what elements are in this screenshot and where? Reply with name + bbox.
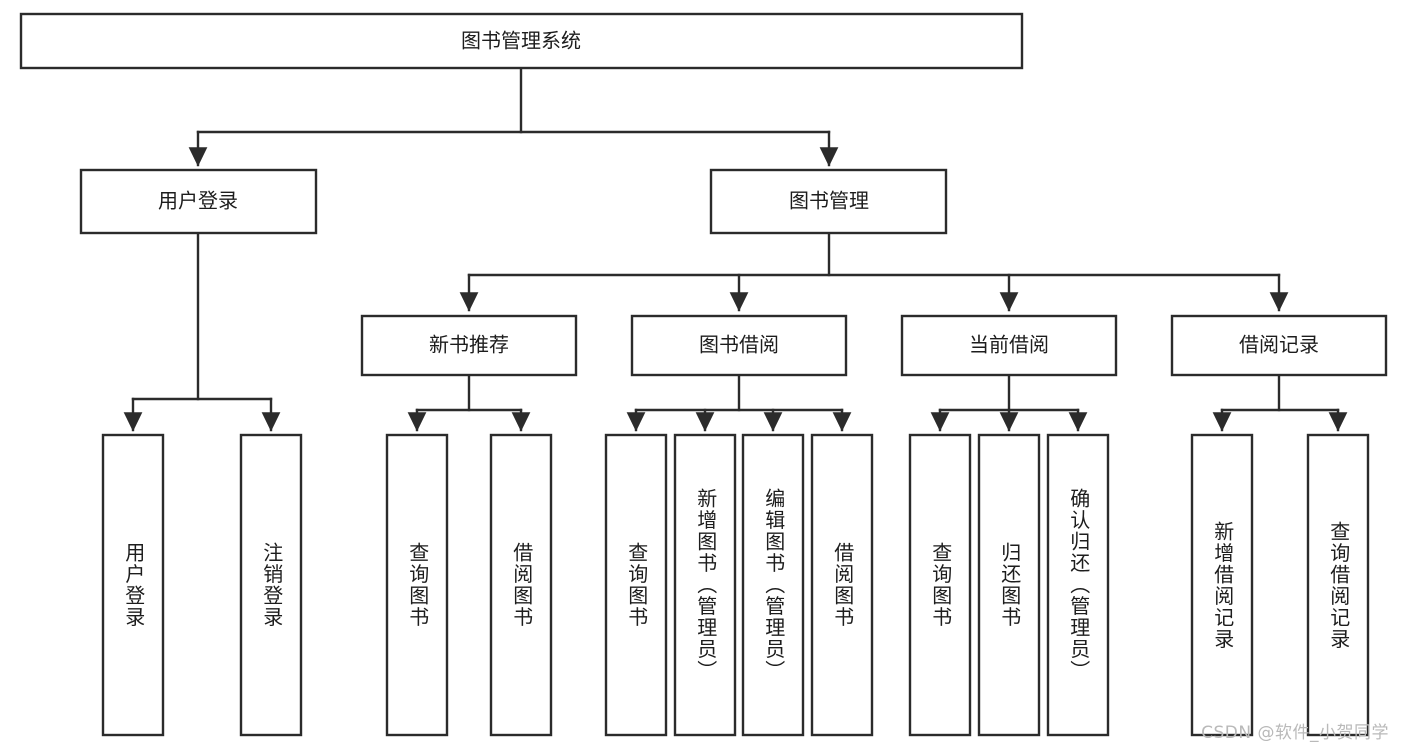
node-book-borrow[interactable]: 图书借阅 <box>630 314 848 377</box>
leaf-box-current-borrow-2[interactable] <box>977 433 1041 737</box>
leaf-box-current-borrow-3[interactable] <box>1046 433 1110 737</box>
node-user-login[interactable]: 用户登录 <box>79 168 318 235</box>
node-borrow-record[interactable]: 借阅记录 <box>1170 314 1388 377</box>
leaf-box-book-borrow-1[interactable] <box>604 433 668 737</box>
leaf-box-new-book-1[interactable] <box>385 433 449 737</box>
node-root[interactable]: 图书管理系统 <box>19 12 1024 70</box>
node-current-borrow[interactable]: 当前借阅 <box>900 314 1118 377</box>
node-new-book-recommend-label: 新书推荐 <box>429 333 509 357</box>
leaf-box-borrow-record-2[interactable] <box>1306 433 1370 737</box>
node-book-manage-label: 图书管理 <box>789 189 869 213</box>
node-borrow-record-label: 借阅记录 <box>1239 333 1319 357</box>
node-new-book-recommend[interactable]: 新书推荐 <box>360 314 578 377</box>
leaf-box-book-borrow-4[interactable] <box>810 433 874 737</box>
leaf-box-user-login-1[interactable] <box>101 433 165 737</box>
leaf-box-current-borrow-1[interactable] <box>908 433 972 737</box>
csdn-watermark: CSDN @软件_小贺同学 <box>1201 723 1389 743</box>
node-current-borrow-label: 当前借阅 <box>969 333 1049 357</box>
leaf-box-borrow-record-1[interactable] <box>1190 433 1254 737</box>
leaf-box-book-borrow-3[interactable] <box>741 433 805 737</box>
node-book-manage[interactable]: 图书管理 <box>709 168 948 235</box>
node-user-login-label: 用户登录 <box>158 189 238 213</box>
leaf-box-book-borrow-2[interactable] <box>673 433 737 737</box>
node-book-borrow-label: 图书借阅 <box>699 333 779 357</box>
node-root-label: 图书管理系统 <box>461 29 581 53</box>
leaf-box-new-book-2[interactable] <box>489 433 553 737</box>
leaf-box-user-login-2[interactable] <box>239 433 303 737</box>
